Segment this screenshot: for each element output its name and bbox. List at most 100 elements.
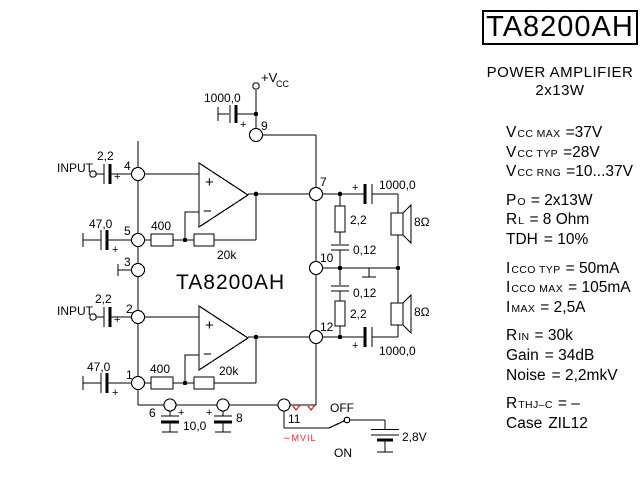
spec-name: R — [506, 395, 518, 413]
spec-subscript: CC RNG — [517, 167, 562, 180]
spec-subscript: CC TYP — [517, 147, 559, 160]
spec-subscript: O — [517, 195, 526, 208]
spec-name: V — [506, 124, 517, 141]
plus-cap-pin8: + — [206, 407, 212, 419]
plus-cap-pin6: + — [178, 407, 184, 419]
switch-contact — [343, 416, 351, 424]
pin4-label: 4 — [124, 159, 131, 173]
pin7-label: 7 — [320, 175, 327, 189]
spec-value: = 8 Ohm — [529, 211, 590, 229]
resistor-zobel2-value: 2,2 — [350, 307, 367, 321]
switch-on-label: ON — [334, 446, 352, 460]
pin-5 — [130, 232, 146, 248]
subtitle-line2: 2x13W — [535, 82, 585, 99]
spec-name: Noise — [506, 366, 546, 384]
cap-pin6-value: 10,0 — [183, 419, 207, 433]
spec-row: TDH = 10% — [506, 231, 640, 251]
resistor-400-ch1-value: 400 — [151, 219, 171, 233]
speaker1-impedance: 8Ω — [414, 215, 430, 229]
cap-vcc-1000uF — [229, 105, 238, 123]
op-amp-1: + − — [198, 161, 250, 229]
part-title-box: TA8200AH — [482, 10, 638, 45]
plus-cap-out1: + — [352, 182, 358, 194]
subtitle-block: POWER AMPLIFIER 2x13W — [480, 64, 640, 100]
spec-value: = 10% — [543, 230, 589, 248]
cap-zobel2-0.12uF — [331, 285, 349, 292]
plus-cap-out2: + — [352, 340, 358, 352]
watermark-text: ∼MVIL — [283, 433, 317, 443]
cap-pin8 — [214, 415, 232, 424]
plus-cap-fb1: + — [112, 244, 118, 256]
plus-cap-vcc: + — [240, 119, 246, 131]
spec-name: TDH — [506, 230, 538, 248]
spec-name: V — [506, 143, 517, 161]
resistor-400-ch1 — [150, 233, 174, 247]
spec-subscript: THJ–C — [518, 399, 553, 412]
op2-plus-sign: + — [205, 317, 214, 334]
spec-name: I — [506, 298, 511, 316]
spec-value: =28V — [563, 143, 600, 161]
pin-12 — [308, 329, 324, 345]
watermark: ∼MVIL — [283, 404, 317, 443]
pin-6 — [163, 398, 177, 412]
watermark-tick-2 — [307, 404, 316, 412]
spec-name: R — [506, 327, 518, 345]
pin9-label: 9 — [261, 119, 268, 133]
spec-value: = 2,2mkV — [551, 366, 618, 384]
spec-subscript: CC MAX — [517, 128, 561, 140]
pin-3 — [130, 262, 146, 278]
spec-value: =10...37V — [566, 163, 633, 181]
pin-7 — [308, 186, 324, 202]
pin1-label: 1 — [126, 368, 133, 382]
resistor-20k-ch1 — [193, 233, 215, 247]
vcc-label-sub: CC — [276, 79, 289, 89]
pin-9 — [248, 127, 264, 143]
input1-label: INPUT — [57, 161, 94, 175]
spec-subscript: IN — [518, 331, 530, 344]
resistors — [150, 205, 346, 390]
battery-voltage: 2,8V — [402, 430, 427, 444]
spec-value: =37V — [565, 124, 603, 141]
spec-value: = 105mA — [568, 279, 631, 297]
plus-cap-input1: + — [114, 171, 120, 183]
op1-minus-sign: − — [203, 203, 212, 220]
vcc-label: +V — [261, 70, 278, 85]
cap-zobel1-0.12uF — [331, 244, 349, 251]
spec-name: V — [506, 163, 517, 181]
spec-value: = 34dB — [544, 346, 595, 364]
cap-fb1-47uF — [100, 230, 109, 250]
cap-out1-1000uF — [363, 184, 373, 204]
spec-subscript: CCO TYP — [511, 263, 561, 276]
pin-11 — [277, 398, 291, 412]
cap-input2-2.2uF — [103, 307, 112, 327]
pin-numbers: 4 5 3 2 1 9 7 10 12 6 8 11 — [124, 119, 334, 426]
subtitle-line1: POWER AMPLIFIER — [486, 64, 634, 81]
resistor-zobel1-value: 2,2 — [350, 213, 367, 227]
plus-cap-input2: + — [114, 314, 120, 326]
cap-input2-value: 2,2 — [95, 292, 112, 306]
pin10-label: 10 — [320, 251, 334, 265]
spec-subscript: MAX — [511, 302, 536, 315]
ic-name-label: TA8200AH — [176, 271, 285, 294]
speaker-2 — [390, 293, 412, 335]
pin-10 — [308, 260, 324, 276]
vcc-terminal — [252, 82, 260, 90]
cap-fb1-value: 47,0 — [89, 217, 113, 231]
spec-name: Gain — [506, 346, 539, 364]
spec-row: Gain = 34dB — [506, 347, 640, 367]
op-amp-2: + − — [198, 304, 250, 372]
spec-name: I — [506, 279, 511, 297]
pin-2 — [130, 309, 146, 325]
